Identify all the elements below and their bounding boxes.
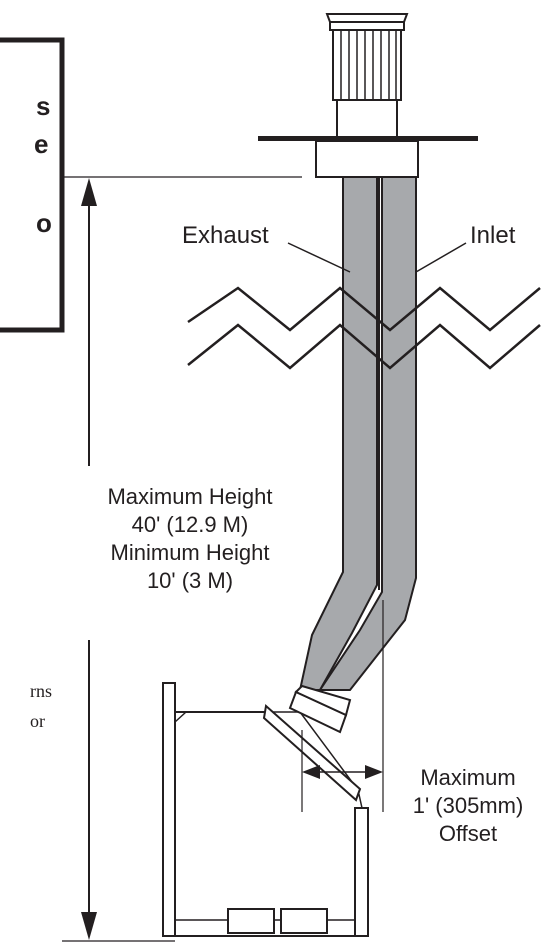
offset-arrowhead-right bbox=[365, 765, 383, 779]
inlet-pipe bbox=[318, 176, 417, 691]
break-line-upper bbox=[187, 286, 541, 332]
height-label-line2: 40' (12.9 M) bbox=[132, 512, 249, 537]
exhaust-label: Exhaust bbox=[182, 222, 269, 249]
exhaust-leader bbox=[287, 242, 351, 273]
offset-label-line1: Maximum bbox=[420, 765, 515, 790]
left-text-fragment-1: rns bbox=[30, 681, 52, 701]
note-box-fragment-3: o bbox=[36, 208, 52, 238]
note-box-fragment-2: e bbox=[34, 129, 48, 159]
vent-pipes bbox=[298, 176, 417, 691]
note-box bbox=[0, 37, 65, 333]
offset-label-line3: Offset bbox=[439, 821, 497, 846]
offset-label-line2: 1' (305mm) bbox=[413, 793, 524, 818]
vent-termination-cap bbox=[258, 13, 478, 178]
vent-collar bbox=[262, 684, 362, 802]
height-label-line1: Maximum Height bbox=[107, 484, 272, 509]
appliance-body bbox=[162, 682, 369, 937]
inlet-label: Inlet bbox=[470, 222, 516, 249]
note-box-fragment-1: s bbox=[36, 91, 50, 121]
offset-arrowhead-left bbox=[302, 765, 320, 779]
height-arrowhead-down bbox=[81, 912, 97, 940]
height-label-line4: 10' (3 M) bbox=[147, 568, 233, 593]
height-arrowhead-up bbox=[81, 178, 97, 206]
break-line-lower bbox=[187, 323, 541, 370]
left-text-fragment-2: or bbox=[30, 711, 45, 731]
height-label-line3: Minimum Height bbox=[111, 540, 270, 565]
inlet-leader bbox=[415, 242, 467, 273]
